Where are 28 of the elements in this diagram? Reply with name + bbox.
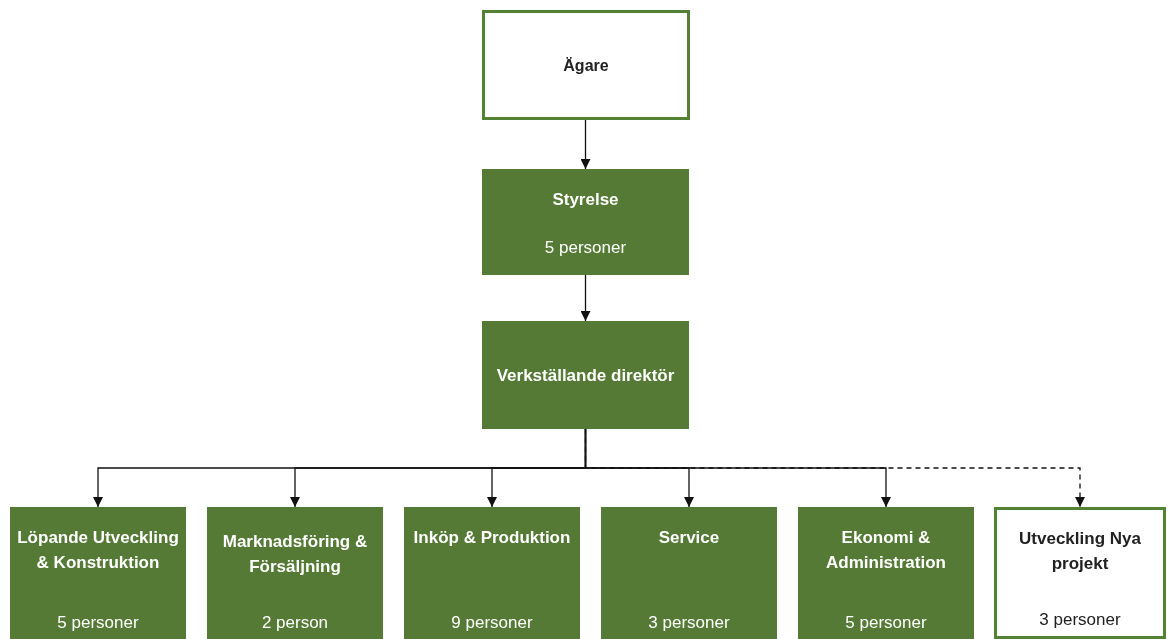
org-box <box>482 10 690 120</box>
unit-title: Styrelse <box>551 189 620 211</box>
staff-count: 5 personer <box>543 237 628 259</box>
unit-title: Service <box>657 527 721 549</box>
unit-title: Utveckling Nya projekt <box>1018 528 1142 575</box>
staff-count: 3 personer <box>1038 609 1122 631</box>
arrow <box>584 428 891 508</box>
org-box <box>994 507 1166 639</box>
unit-title: Ägare <box>562 55 610 76</box>
org-box <box>207 507 383 639</box>
arrow <box>580 119 591 170</box>
org-box <box>404 507 580 639</box>
org-box <box>601 507 777 639</box>
org-box <box>10 507 186 639</box>
staff-count: 3 personer <box>647 612 731 634</box>
unit-title: Löpande Utveckling & Konstruktion <box>16 527 180 574</box>
staff-count: 2 person <box>260 612 330 634</box>
unit-title: Ekonomi & Administration <box>825 527 947 574</box>
org-box <box>798 507 974 639</box>
unit-title: Marknadsföring & Försäljning <box>221 531 369 578</box>
org-box <box>482 169 689 275</box>
staff-count: 5 personer <box>56 612 140 634</box>
unit-title: Verkställande direktör <box>495 364 676 387</box>
staff-count: 9 personer <box>450 612 534 634</box>
arrow <box>580 274 591 322</box>
staff-count: 5 personer <box>844 612 928 634</box>
unit-title: Inköp & Produktion <box>412 527 572 549</box>
org-box <box>482 321 689 429</box>
